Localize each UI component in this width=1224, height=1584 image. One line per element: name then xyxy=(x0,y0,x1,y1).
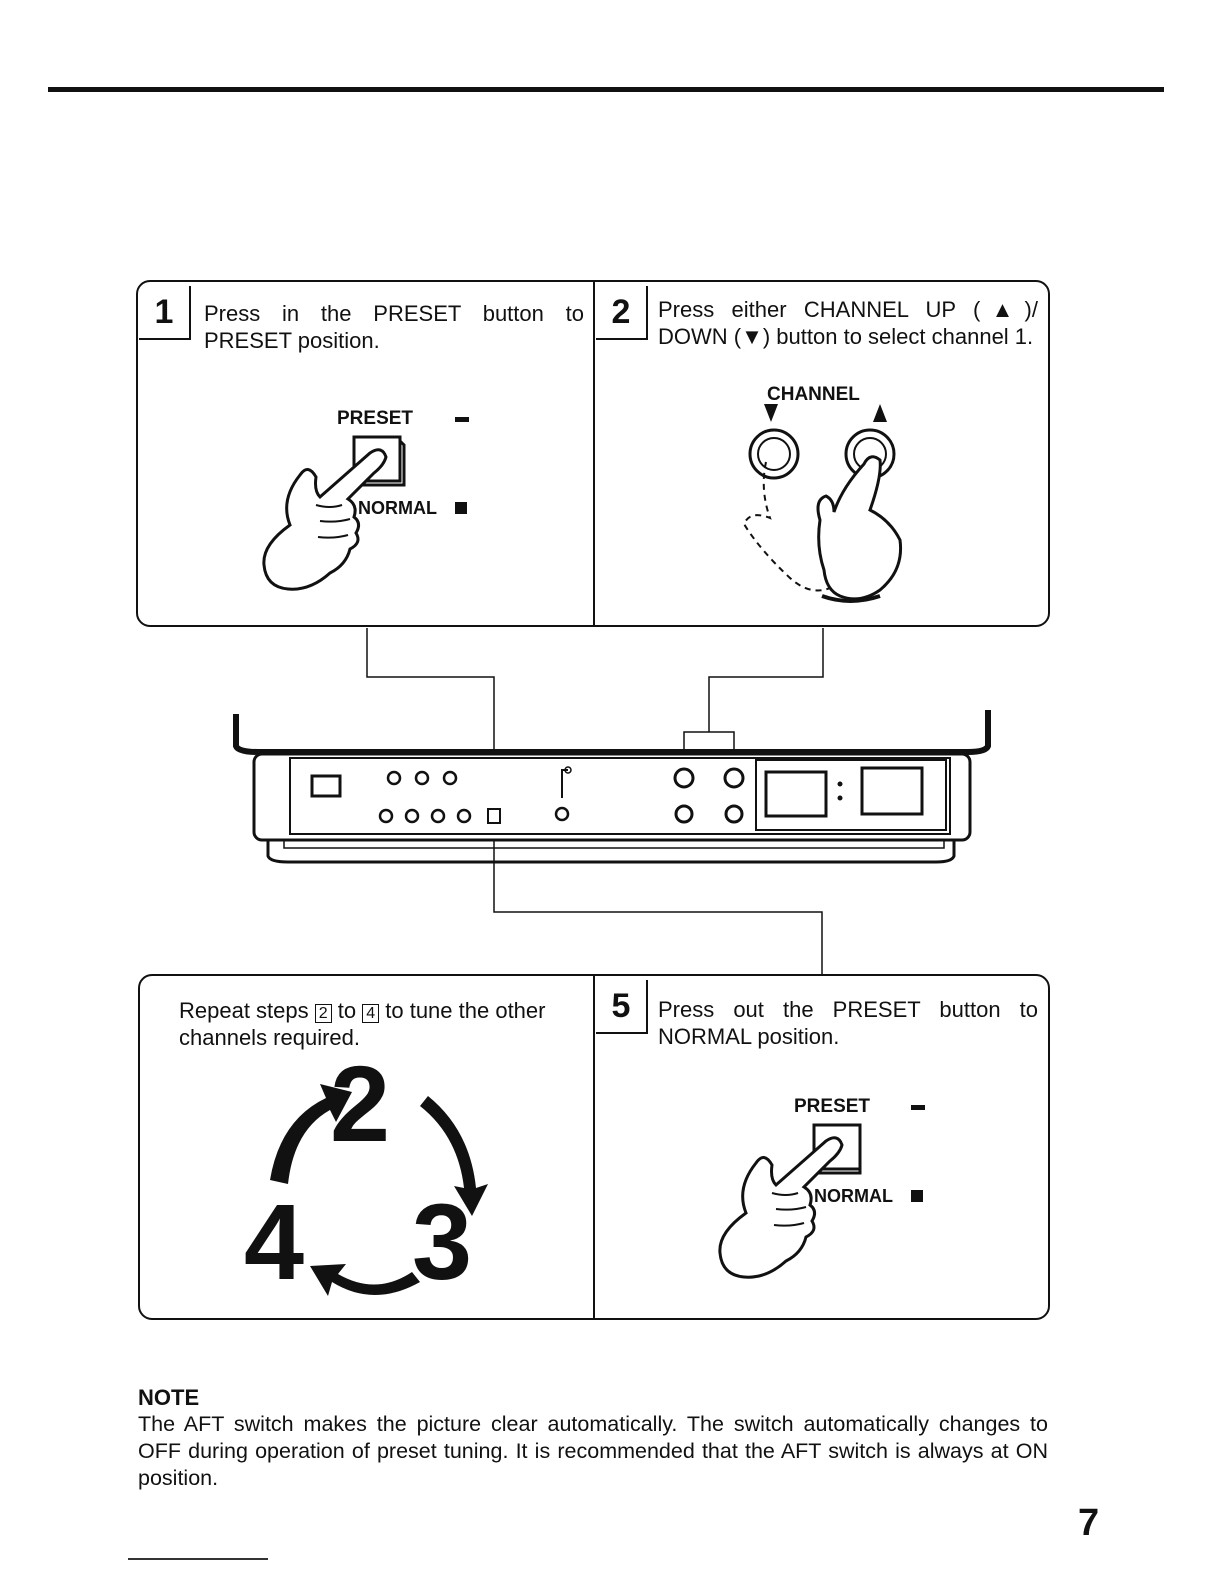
repeat-steps-text: Repeat steps 2 to 4 to tune the other ch… xyxy=(179,998,546,1050)
preset-out-symbol xyxy=(911,1105,925,1110)
preset-in-symbol xyxy=(911,1190,923,1202)
repeat-cycle-arrows xyxy=(270,1084,488,1296)
channel-up-arrow-icon xyxy=(873,404,887,422)
note-title: NOTE xyxy=(138,1385,200,1410)
preset-out-symbol xyxy=(455,417,469,422)
preset-in-symbol xyxy=(455,502,467,514)
bottom-panel-divider xyxy=(593,976,595,1318)
step-2-text: Press either CHANNEL UP (▲)/ DOWN (▼) bu… xyxy=(658,297,1038,349)
step-ref-box: 4 xyxy=(362,1004,380,1023)
step-1-preset-button-hand-illustration xyxy=(262,417,469,591)
display-window-right xyxy=(860,766,924,816)
header-rule xyxy=(48,87,1164,92)
channel-down-arrow-icon xyxy=(764,404,778,422)
preset-switch-on-panel xyxy=(487,808,501,824)
connector-lines xyxy=(366,628,824,975)
step-5-text: Press out the PRESET button to NORMAL po… xyxy=(658,997,1038,1049)
step-1-text: Press in the PRESET button to PRESET pos… xyxy=(204,301,584,353)
panel-channel-down-button xyxy=(673,767,695,789)
pressing-hand-icon xyxy=(816,455,903,601)
footer-rule xyxy=(128,1558,268,1560)
step-5-preset-button-hand-illustration xyxy=(718,1105,925,1279)
pressing-hand-icon xyxy=(718,1136,844,1279)
cycle-number-4: 4 xyxy=(244,1181,305,1302)
step-1-normal-label: NORMAL xyxy=(358,498,437,518)
pressing-hand-icon xyxy=(262,448,388,591)
step-ref-box: 2 xyxy=(314,1004,332,1023)
display-window-left xyxy=(764,770,828,818)
tv-front-control-panel-illustration xyxy=(233,710,991,864)
step-5-normal-label: NORMAL xyxy=(814,1186,893,1206)
note-body: The AFT switch makes the picture clear a… xyxy=(138,1412,1048,1490)
top-panel-divider xyxy=(593,282,595,625)
power-switch xyxy=(310,774,342,798)
page-number: 7 xyxy=(1078,1502,1100,1544)
step-1-number: 1 xyxy=(139,286,191,340)
step-1-preset-label: PRESET xyxy=(337,408,414,429)
step-2-number: 2 xyxy=(596,286,648,340)
step-2-channel-buttons-hand-illustration xyxy=(742,404,903,603)
step-5-preset-label: PRESET xyxy=(794,1096,871,1117)
channel-label: CHANNEL xyxy=(767,384,860,405)
panel-channel-up-button xyxy=(723,767,745,789)
step-5-number: 5 xyxy=(596,980,648,1034)
cycle-number-2: 2 xyxy=(330,1043,391,1164)
cycle-number-3: 3 xyxy=(412,1181,473,1302)
